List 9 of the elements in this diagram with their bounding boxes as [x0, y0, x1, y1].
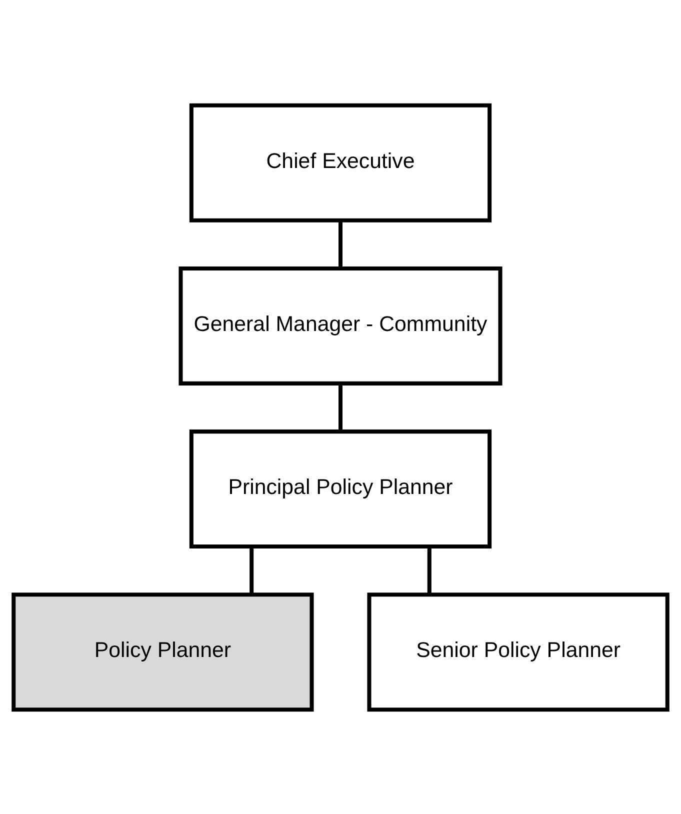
connector: [338, 220, 342, 268]
node-box: Senior Policy Planner: [367, 592, 670, 712]
connector: [250, 546, 254, 594]
node-box: General Manager - Community: [178, 266, 502, 385]
node-box: Policy Planner: [12, 592, 314, 712]
connector: [338, 382, 342, 431]
node-box: Principal Policy Planner: [189, 429, 492, 548]
node-box: Chief Executive: [189, 102, 492, 222]
connector: [427, 546, 432, 594]
